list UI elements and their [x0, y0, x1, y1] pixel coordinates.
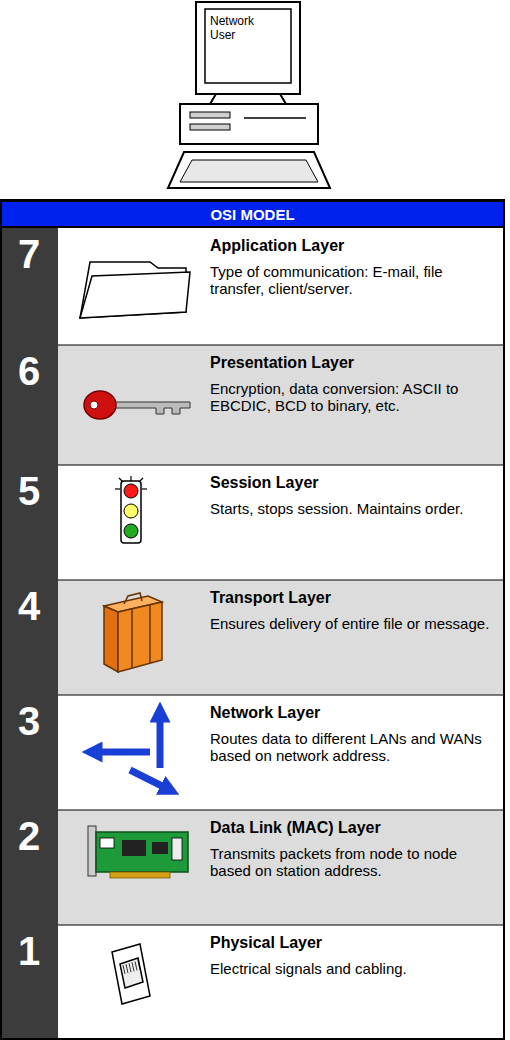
layer-row: 6 Presentation LayerEncryption, data conv… [0, 345, 505, 465]
network-card-icon [88, 826, 188, 878]
layer-title: Presentation Layer [210, 353, 498, 372]
layer-row: 3 Network LayerRoutes data to different L… [0, 695, 505, 810]
layer-text-block: Presentation LayerEncryption, data conve… [210, 353, 498, 414]
layer-row: 7 Application LayerType of communication:… [0, 228, 505, 345]
layer-title: Application Layer [210, 236, 498, 255]
card-pin [131, 873, 132, 877]
layer-number: 7 [0, 232, 58, 276]
routing-arrows-icon [92, 712, 170, 790]
card-pin [155, 873, 156, 877]
row-ground [0, 810, 505, 925]
table-border [1, 200, 504, 1039]
layer-description: Transmits packets from node to node base… [210, 845, 498, 879]
layer-number: 1 [0, 929, 58, 973]
header-band: OSI MODEL [0, 200, 505, 228]
card-pin [149, 873, 150, 877]
layer-row: 2 Data Link (MAC) LayerTransmits packets … [0, 810, 505, 925]
monitor [196, 2, 300, 94]
screen [205, 9, 291, 83]
jack-pin [138, 961, 140, 970]
layer-row: 4 Transport LayerEnsures delivery of enti… [0, 580, 505, 695]
computer-icon [168, 2, 330, 188]
card-pin [137, 873, 138, 877]
layer-text-block: Session LayerStarts, stops session. Main… [210, 473, 498, 517]
layer-title: Transport Layer [210, 588, 498, 607]
card-pin [125, 873, 126, 877]
row-ground [0, 345, 505, 465]
jack-pin [123, 965, 125, 974]
layer-number: 4 [0, 584, 58, 628]
number-column [0, 228, 58, 1040]
row-ground [0, 695, 505, 810]
network-jack-icon [112, 944, 150, 1004]
row-ground [0, 465, 505, 580]
jack-pin [129, 963, 131, 972]
jack-pin [132, 962, 134, 971]
jack-pin [126, 964, 128, 973]
layer-title: Data Link (MAC) Layer [210, 818, 498, 837]
layer-description: Electrical signals and cabling. [210, 960, 498, 977]
system-unit [180, 104, 318, 144]
layer-description: Encryption, data conversion: ASCII to EB… [210, 380, 498, 414]
layer-description: Routes data to different LANs and WANs b… [210, 730, 498, 764]
keys [180, 160, 318, 182]
row-dividers [58, 345, 505, 925]
layer-title: Physical Layer [210, 933, 498, 952]
drive-slot [190, 112, 230, 118]
card-pin [113, 873, 114, 877]
jack-pin [135, 961, 137, 970]
layer-description: Type of communication: E-mail, file tran… [210, 263, 498, 297]
layer-number: 6 [0, 349, 58, 393]
card-pin [167, 873, 168, 877]
key-icon [84, 391, 190, 419]
layer-number: 5 [0, 469, 58, 513]
header-title: OSI MODEL [210, 206, 294, 223]
row-ground [0, 925, 505, 1040]
card-pin [143, 873, 144, 877]
screen-label: Network User [207, 11, 270, 42]
layer-number: 2 [0, 814, 58, 858]
keyboard [168, 152, 330, 188]
folder-icon [80, 262, 190, 318]
layer-number: 3 [0, 699, 58, 743]
layer-text-block: Physical LayerElectrical signals and cab… [210, 933, 498, 977]
layer-description: Starts, stops session. Maintains order. [210, 500, 498, 517]
layer-text-block: Transport LayerEnsures delivery of entir… [210, 588, 498, 632]
layer-text-block: Data Link (MAC) LayerTransmits packets f… [210, 818, 498, 879]
layer-row: 1 Physical LayerElectrical signals and ca… [0, 925, 505, 1040]
card-pin [161, 873, 162, 877]
monitor-stand [210, 94, 286, 104]
layer-row: 5 Session LayerStarts, stops session. Mai… [0, 465, 505, 580]
layer-title: Session Layer [210, 473, 498, 492]
layer-text-block: Network LayerRoutes data to different LA… [210, 703, 498, 764]
panel-line [244, 117, 306, 119]
screen-label-box: Network User [207, 11, 287, 81]
row-ground [0, 228, 505, 345]
row-ground [0, 580, 505, 695]
layer-text-block: Application LayerType of communication: … [210, 236, 498, 297]
traffic-light-icon [115, 476, 147, 543]
layer-description: Ensures delivery of entire file or messa… [210, 615, 498, 632]
layer-title: Network Layer [210, 703, 498, 722]
card-pin [119, 873, 120, 877]
suitcase-icon [104, 593, 162, 672]
drive-slot [190, 124, 230, 130]
